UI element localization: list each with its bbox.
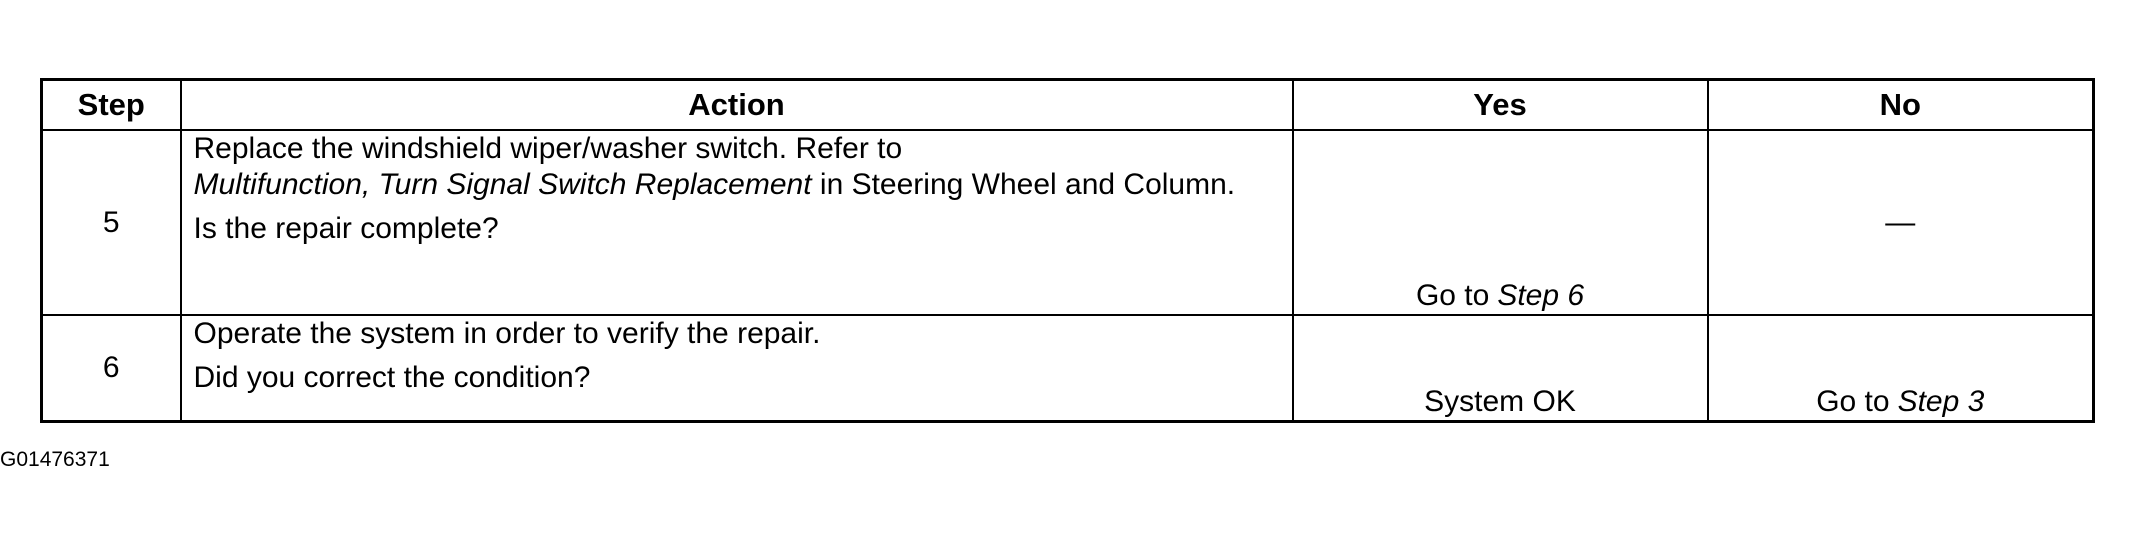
goto-step-link: Step 6	[1497, 279, 1585, 312]
result-text: System OK	[1424, 384, 1576, 418]
table-header-row: Step Action Yes No	[40, 78, 2095, 131]
action-instruction: Replace the windshield wiper/washer swit…	[194, 131, 1280, 203]
header-yes: Yes	[1291, 78, 1709, 131]
table-row: 5 Replace the windshield wiper/washer sw…	[40, 129, 2095, 316]
table-row: 6 Operate the system in order to verify …	[40, 314, 2095, 422]
yes-cell: System OK	[1291, 314, 1709, 422]
action-text-before: Replace the windshield wiper/washer swit…	[193, 132, 903, 165]
goto-step-link: Step 3	[1897, 384, 1985, 418]
action-cell: Replace the windshield wiper/washer swit…	[179, 129, 1294, 316]
header-step: Step	[40, 78, 182, 131]
goto-label: Go to	[1816, 384, 1890, 418]
action-question: Is the repair complete?	[193, 212, 499, 245]
step-number: 5	[40, 129, 182, 316]
figure-id: G01476371	[0, 448, 110, 471]
diagnostic-table: Step Action Yes No 5 Replace the windshi…	[40, 78, 2095, 423]
action-question: Did you correct the condition?	[193, 361, 591, 394]
header-no: No	[1706, 78, 2095, 131]
header-action: Action	[179, 78, 1294, 131]
action-instruction: Operate the system in order to verify th…	[193, 317, 821, 350]
goto-label: Go to	[1415, 279, 1490, 312]
action-text-after: in Steering Wheel and Column.	[819, 168, 1236, 201]
no-cell: —	[1706, 129, 2095, 316]
dash-mark: —	[1885, 205, 1916, 239]
step-number: 6	[40, 314, 182, 422]
action-cell: Operate the system in order to verify th…	[179, 314, 1294, 422]
reference-link: Multifunction, Turn Signal Switch Replac…	[193, 168, 812, 201]
